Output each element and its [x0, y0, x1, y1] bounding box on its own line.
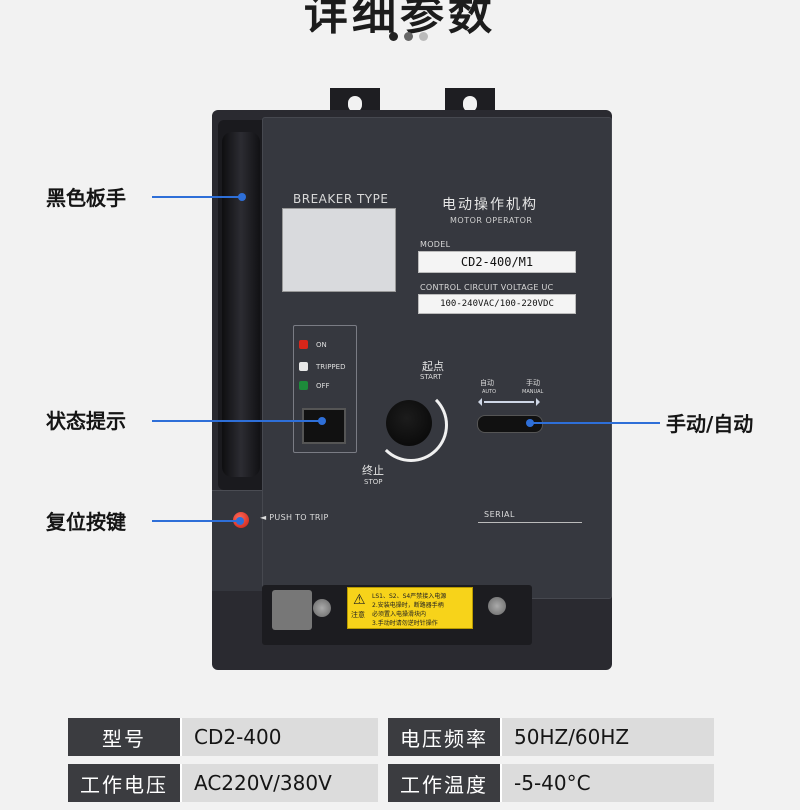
indicator-tripped-label: TRIPPED	[316, 363, 346, 371]
manual-label-cn: 手动	[526, 379, 540, 387]
warning-line-1: LS1、S2、S4严禁接入电源	[372, 593, 447, 600]
breaker-type-label: BREAKER TYPE	[293, 192, 389, 206]
stop-label-cn: 终止	[362, 464, 384, 477]
warning-line-4: 3.手动时请勿逆时针操作	[372, 620, 438, 627]
carousel-dot-2[interactable]	[404, 32, 413, 41]
stop-label-en: STOP	[364, 478, 383, 486]
warning-line-2: 2.安装电操时，断路器手柄	[372, 602, 444, 609]
indicator-on-label: ON	[316, 341, 327, 349]
spec-value-frequency: 50HZ/60HZ	[500, 718, 714, 756]
page-title: 详细参数	[304, 0, 496, 40]
voltage-value: 100-240VAC/100-220VDC	[418, 294, 576, 314]
start-label-en: START	[420, 373, 442, 381]
serial-label: SERIAL	[484, 510, 515, 519]
spec-row: 工作电压 AC220V/380V 工作温度 -5-40°C	[68, 764, 714, 802]
auto-label-en: AUTO	[482, 389, 497, 395]
push-to-trip-label: ◄ PUSH TO TRIP	[260, 513, 329, 522]
carousel-dots	[389, 32, 428, 41]
rotary-knob[interactable]	[386, 400, 432, 446]
device-front-panel	[262, 117, 612, 599]
breaker-type-window	[282, 208, 396, 292]
off-indicator-icon	[299, 381, 308, 390]
auto-label-cn: 自动	[480, 379, 494, 387]
on-indicator-icon	[299, 340, 308, 349]
warning-label: ⚠ LS1、S2、S4严禁接入电源 2.安装电操时，断路器手柄 必须置入电操滑块…	[347, 587, 473, 629]
status-indicator-panel: ON TRIPPED OFF	[293, 325, 357, 453]
start-label-cn: 起点	[422, 360, 444, 373]
spec-label-frequency: 电压频率	[388, 718, 500, 756]
model-value: CD2-400/M1	[418, 251, 576, 273]
terminal-screw-left	[313, 599, 331, 617]
operator-title-cn: 电动操作机构	[442, 197, 538, 213]
voltage-label: CONTROL CIRCUIT VOLTAGE UC	[420, 283, 554, 292]
spec-label-model: 型号	[68, 718, 180, 756]
manual-label-en: MANUAL	[522, 389, 544, 395]
tripped-indicator-icon	[299, 362, 308, 371]
carousel-dot-1[interactable]	[389, 32, 398, 41]
carousel-dot-3[interactable]	[419, 32, 428, 41]
callout-lever: 黑色板手	[46, 186, 126, 210]
status-window	[302, 408, 346, 444]
callout-mode: 手动/自动	[666, 412, 754, 436]
callout-status: 状态提示	[46, 409, 126, 433]
spec-value-model: CD2-400	[180, 718, 378, 756]
rotation-arc-icon	[374, 388, 448, 462]
warning-line-3: 必须置入电操滑块内	[372, 611, 427, 618]
callout-lever-pointer	[152, 193, 246, 201]
spec-value-voltage: AC220V/380V	[180, 764, 378, 802]
callout-status-pointer	[152, 417, 326, 425]
black-lever-handle	[222, 132, 260, 477]
indicator-off-label: OFF	[316, 382, 330, 390]
terminal-clamp	[272, 590, 312, 630]
model-label: MODEL	[420, 240, 451, 249]
spec-row: 型号 CD2-400 电压频率 50HZ/60HZ	[68, 718, 714, 756]
spec-value-temperature: -5-40°C	[500, 764, 714, 802]
callout-reset: 复位按键	[46, 510, 126, 534]
spec-table: 型号 CD2-400 电压频率 50HZ/60HZ 工作电压 AC220V/38…	[68, 718, 714, 810]
serial-line	[478, 522, 582, 523]
callout-mode-pointer	[526, 419, 660, 427]
spec-label-voltage: 工作电压	[68, 764, 180, 802]
double-arrow-icon	[478, 398, 540, 406]
warning-triangle-icon: ⚠	[353, 592, 366, 608]
warning-attention: 注意	[351, 611, 365, 619]
callout-reset-pointer	[152, 517, 244, 525]
terminal-screw-right	[488, 597, 506, 615]
spec-label-temperature: 工作温度	[388, 764, 500, 802]
operator-title-en: MOTOR OPERATOR	[450, 216, 533, 225]
